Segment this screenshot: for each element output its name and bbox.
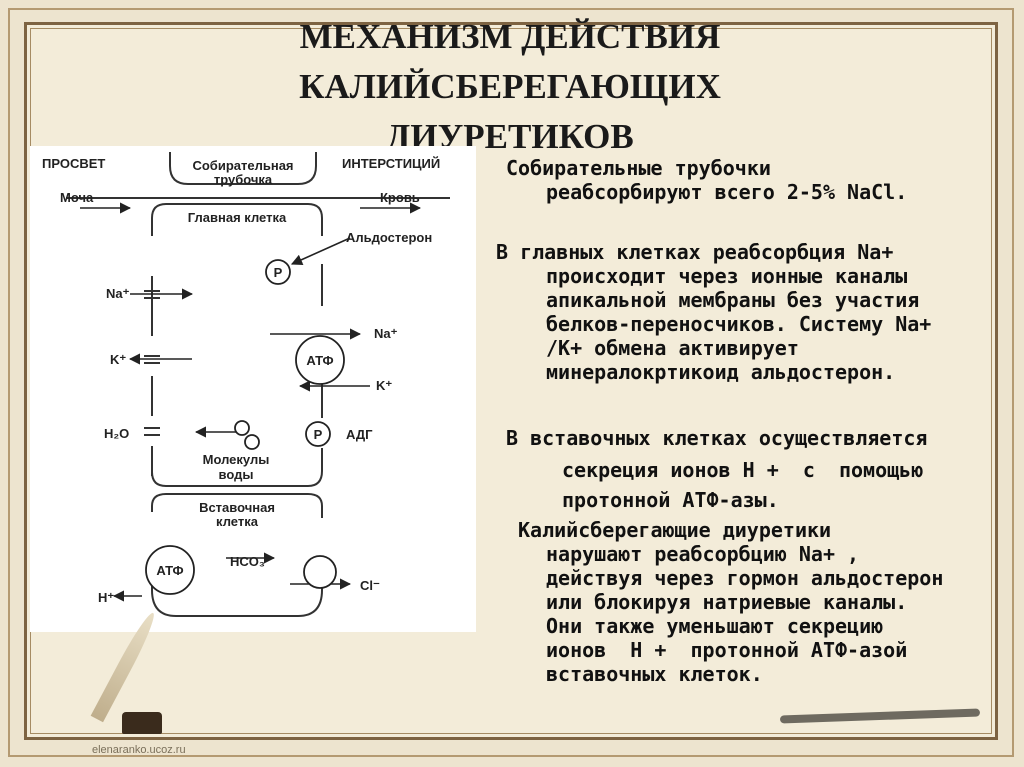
label-collecting-tubule-2: трубочка xyxy=(214,172,273,187)
receptor-adh xyxy=(305,421,331,447)
receptor-principal xyxy=(265,259,291,285)
water-molecule xyxy=(234,420,250,436)
title-line-2: КАЛИЙСБЕРЕГАЮЩИХ xyxy=(299,67,721,106)
anion-exchanger xyxy=(303,555,337,589)
text-p4-line2: нарушают реабсорбцию Na+ , xyxy=(546,542,860,566)
text-p4-line3: действуя через гормон альдостерон xyxy=(546,566,944,590)
label-atp-intercalated: АТФ xyxy=(156,563,183,578)
label-atp-principal: АТФ xyxy=(306,353,333,368)
label-hco3: HCO₃⁻ xyxy=(230,554,272,569)
text-p4-line5: Они также уменьшают секрецию xyxy=(546,614,884,638)
inkwell-decoration xyxy=(122,712,162,734)
label-na-left: Na⁺ xyxy=(106,286,130,301)
aldosterone-arrow xyxy=(290,237,351,265)
label-k-left: K⁺ xyxy=(110,352,126,367)
text-p3-line3: протонной АТФ-азы. xyxy=(562,488,779,512)
label-collecting-tubule: Собирательная xyxy=(192,158,293,173)
label-blood: Кровь xyxy=(380,190,420,205)
text-p4-line4: или блокируя натриевые каналы. xyxy=(546,590,908,614)
text-p3-line1: В вставочных клетках осуществляется xyxy=(506,426,928,450)
text-p3-line2: секреция ионов Н + с помощью xyxy=(562,458,924,482)
label-k-right: K⁺ xyxy=(376,378,392,393)
label-receptor-adh: Р xyxy=(314,427,323,442)
text-p1-line1: Собирательные трубочки xyxy=(506,156,771,180)
label-lumen: ПРОСВЕТ xyxy=(42,156,105,171)
label-principal-cell: Главная клетка xyxy=(188,210,287,225)
principal-cell-outline xyxy=(151,203,323,487)
label-intercalated-cell: Вставочная xyxy=(199,500,275,515)
text-p4-line7: вставочных клеток. xyxy=(546,662,763,686)
label-urine: Моча xyxy=(60,190,94,205)
kidney-tubule-diagram: ПРОСВЕТ Моча Собирательная трубочка ИНТЕ… xyxy=(30,146,476,632)
water-molecule xyxy=(244,434,260,450)
title-line-1: МЕХАНИЗМ ДЕЙСТВИЯ xyxy=(299,17,721,56)
label-interstitium: ИНТЕРСТИЦИЙ xyxy=(342,156,440,171)
label-water-molecules: Молекулы xyxy=(203,452,270,467)
label-intercalated-cell-2: клетка xyxy=(216,514,259,529)
text-p4-line6: ионов Н + протонной АТФ-азой xyxy=(546,638,908,662)
label-water-molecules-2: воды xyxy=(219,467,254,482)
label-h-ion: H⁺ xyxy=(98,590,114,605)
site-footer: elenaranko.ucoz.ru xyxy=(92,744,186,756)
collecting-tubule-shape xyxy=(169,152,317,185)
text-p2-line6: минералокртикоид альдостерон. xyxy=(546,360,896,384)
text-p2-line3: апикальной мембраны без участия xyxy=(546,288,920,312)
atp-pump-principal xyxy=(295,335,345,385)
slide-title: МЕХАНИЗМ ДЕЙСТВИЯ КАЛИЙСБЕРЕГАЮЩИХ ДИУРЕ… xyxy=(200,12,820,162)
text-p2-line5: /K+ обмена активирует xyxy=(546,336,799,360)
label-na-right: Na⁺ xyxy=(374,326,398,341)
label-adh: АДГ xyxy=(346,427,373,442)
label-water: H₂O xyxy=(104,426,129,441)
label-chloride: Cl⁻ xyxy=(360,578,380,593)
label-receptor: Р xyxy=(274,265,283,280)
text-p4-line1: Калийсберегающие диуретики xyxy=(518,518,832,542)
outer-frame xyxy=(8,8,1014,757)
text-p2-line2: происходит через ионные каналы xyxy=(546,264,908,288)
text-p1-line2: реабсорбируют всего 2-5% NaCl. xyxy=(546,180,908,204)
intercalated-cell-outline xyxy=(151,493,323,617)
atp-pump-intercalated xyxy=(145,545,195,595)
text-p2-line1: В главных клетках реабсорбция Na+ xyxy=(496,240,894,264)
label-aldosterone: Альдостерон xyxy=(346,230,432,245)
text-p2-line4: белков-переносчиков. Систему Na+ xyxy=(546,312,932,336)
